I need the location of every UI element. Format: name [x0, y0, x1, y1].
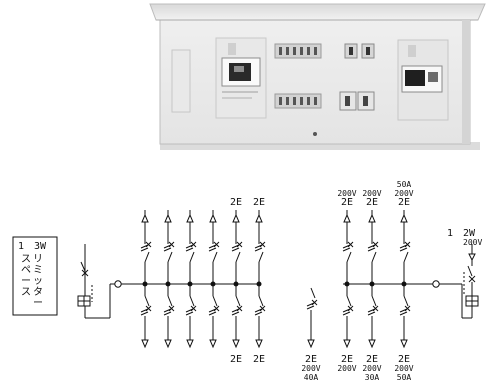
panel-photo [149, 3, 486, 150]
right-lower-branch [399, 284, 411, 349]
left-upper-branch [231, 210, 243, 287]
spare-branch [306, 287, 318, 349]
right-top-circuit-label: 2E [341, 197, 353, 208]
right-bottom-circuit-label: 2E [398, 354, 410, 365]
right-bottom-circuit-label: 200V [362, 364, 381, 373]
right-top-circuit-label: 200V [337, 189, 356, 198]
left-upper-branch [254, 210, 266, 287]
right-bottom-circuit-label: 200V [394, 364, 413, 373]
left-bottom-circuit-label: 2E [253, 354, 265, 365]
left-upper-branch [185, 210, 197, 287]
right-incoming-feed [439, 244, 479, 319]
limiter-char: タ [33, 286, 43, 298]
left-lower-branch [163, 284, 175, 349]
right-bottom-circuit-label: 2E [305, 354, 317, 365]
right-input-voltage-label: 200V [463, 238, 482, 247]
limiter-char: ミ [33, 265, 43, 276]
left-bottom-circuit-label: 2E [230, 354, 242, 365]
limiter-char: ー [33, 298, 43, 309]
right-top-circuit-label: 200V [394, 189, 413, 198]
space-char: ー [21, 276, 31, 287]
right-top-circuit-label: 200V [362, 189, 381, 198]
upper-breaker-strip [274, 43, 322, 59]
right-bottom-circuit-label: 30A [365, 373, 380, 382]
left-upper-branch [163, 210, 175, 287]
right-lower-branch [342, 284, 354, 349]
limiter-char: ッ [33, 276, 43, 287]
right-upper-branch [342, 210, 354, 287]
right-bottom-circuit-label: 200V [337, 364, 356, 373]
left-lower-branch [208, 284, 220, 349]
left-upper-branch [208, 210, 220, 287]
limiter-space-box [12, 236, 58, 316]
left-lower-branch [140, 284, 152, 349]
left-upper-branch [140, 210, 152, 287]
cabinet-lid [149, 3, 486, 21]
space-char: ス [21, 254, 31, 265]
lower-breaker-strip [274, 93, 322, 109]
wiring-diagram [12, 210, 479, 349]
left-top-circuit-label: 2E [253, 197, 265, 208]
left-incoming-feed [77, 244, 122, 319]
right-top-circuit-label: 50A [397, 180, 412, 189]
right-bottom-circuit-label: 2E [366, 354, 378, 365]
limiter-phase-label: 1 3W [18, 241, 47, 252]
left-cover-plate [171, 49, 191, 113]
left-lower-branch [254, 284, 266, 349]
space-char: ス [21, 287, 31, 298]
right-bottom-circuit-label: 40A [304, 373, 319, 382]
right-top-circuit-label: 2E [398, 197, 410, 208]
right-upper-branch [399, 210, 411, 287]
right-input-phase-label: 1 2W [447, 228, 476, 239]
right-lower-branch [367, 284, 379, 349]
left-lower-branch [231, 284, 243, 349]
right-upper-branch [367, 210, 379, 287]
panel-screw [313, 132, 317, 136]
right-bottom-circuit-label: 50A [397, 373, 412, 382]
limiter-char: リ [33, 254, 43, 265]
left-lower-branch [185, 284, 197, 349]
right-bottom-circuit-label: 2E [341, 354, 353, 365]
right-top-circuit-label: 2E [366, 197, 378, 208]
space-char: ペ [21, 265, 31, 276]
left-top-circuit-label: 2E [230, 197, 242, 208]
right-bottom-circuit-label: 200V [301, 364, 320, 373]
